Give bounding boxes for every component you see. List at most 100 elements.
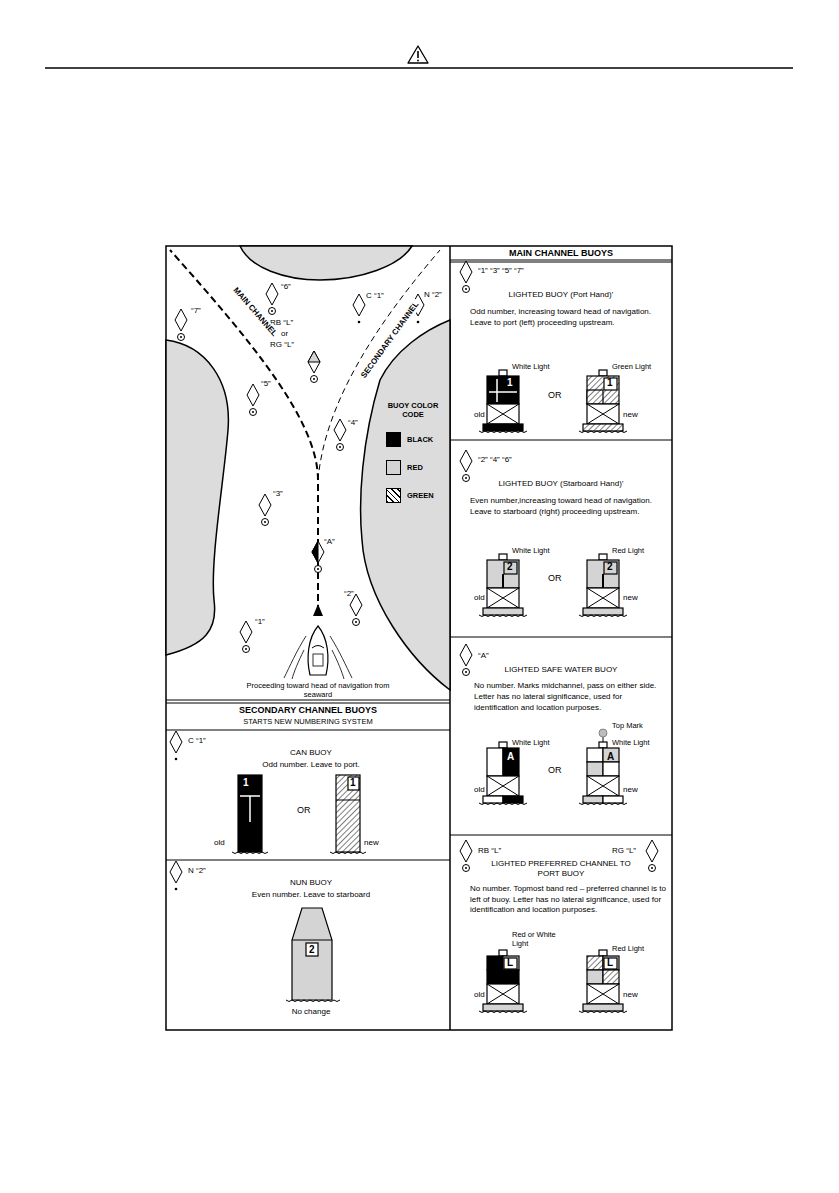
frame-line [166, 730, 450, 731]
water-line [579, 431, 627, 433]
light-circle [178, 334, 185, 341]
number-plate [604, 378, 617, 390]
secondary-channel-line [318, 250, 440, 480]
buoy-band-line [336, 800, 360, 801]
map-label: RG “L” [270, 340, 294, 350]
panel-text: L [607, 957, 613, 969]
buoy-symbol [175, 309, 187, 331]
buoy-base [583, 796, 603, 803]
number-plate [348, 777, 359, 790]
buoy-symbol [266, 283, 278, 305]
buoy-cage-cross [587, 984, 619, 1004]
water-line [479, 1011, 527, 1013]
light-circle [311, 376, 318, 383]
warning-mark [417, 51, 419, 58]
buoy-panel: MAIN CHANNEL BUOYS“1” “3” “5” “7”LIGHTED… [450, 246, 672, 1030]
buoy-panel: C “1”CAN BUOYOdd number. Leave to port.O… [166, 730, 450, 860]
number-plate [604, 562, 617, 574]
buoy-symbol [259, 494, 271, 516]
water-line [330, 852, 366, 854]
panel-text: No number. Topmost band red – preferred … [470, 884, 666, 916]
panel-text: RB “L” [478, 846, 501, 856]
panel-text: A [507, 751, 514, 763]
buoy-cage-cross [487, 984, 519, 1004]
buoy-symbol [240, 621, 252, 643]
buoy-cage [487, 984, 519, 1004]
main-channel-line [170, 250, 318, 612]
buoy-band [587, 762, 603, 776]
buoy-cage-cross [487, 588, 519, 608]
buoy-cage [587, 984, 619, 1004]
buoy-panel: “A”LIGHTED SAFE WATER BUOYNo number. Mar… [450, 637, 672, 835]
panel-text: Top Mark [612, 721, 643, 730]
buoy-cage [587, 404, 619, 424]
top-rule [45, 67, 793, 69]
number-plate [306, 943, 318, 956]
light-dot [180, 336, 182, 338]
legend-swatch [386, 432, 401, 447]
buoy-lantern [499, 554, 507, 560]
panel-text: SECONDARY CHANNEL BUOYS [166, 705, 450, 716]
buoy-symbol [247, 384, 259, 406]
panel-text: C “1” [188, 736, 206, 746]
map-label: “4” [348, 418, 358, 428]
map-label: “A” [324, 537, 335, 547]
water-line [579, 803, 627, 805]
buoy-tower [487, 376, 519, 404]
panel-text: old [474, 990, 485, 1000]
nun-band-line [292, 940, 332, 941]
light-dot [465, 671, 467, 673]
light-dot [465, 867, 467, 869]
boat-hull [308, 626, 328, 675]
buoy-symbol [312, 541, 324, 563]
panel-text: Red Light [612, 546, 644, 555]
map-label: N “2” [424, 290, 442, 300]
panel-text: Odd number, increasing toward head of na… [470, 306, 662, 328]
panel-text: Red Light [612, 944, 644, 953]
buoy-symbol [308, 351, 320, 373]
water-line [479, 803, 527, 805]
panel-text: 2 [507, 561, 513, 573]
buoy-cage [587, 776, 619, 796]
buoy-tower [587, 560, 619, 588]
buoy-symbol-shade [312, 541, 318, 563]
light-dot [317, 568, 319, 570]
light-circle [315, 566, 322, 573]
panel-text: 2 [607, 561, 613, 573]
light-circle [262, 519, 269, 526]
buoy-cage [587, 588, 619, 608]
buoy-symbol [170, 861, 182, 883]
frame-line [450, 260, 672, 261]
map-label: BUOY COLOR CODE [378, 401, 448, 419]
nun-buoy [292, 908, 332, 1000]
frame-line [166, 860, 450, 861]
panel-text: new [364, 838, 379, 848]
map-label: “1” [255, 617, 265, 627]
legend-row: GREEN [386, 488, 448, 504]
light-circle [269, 308, 276, 315]
panel-text: Red or White Light [512, 930, 562, 948]
light-circle [353, 619, 360, 626]
warning-triangle [408, 46, 428, 63]
map-label: C “1” [366, 291, 384, 301]
buoy-cage [487, 776, 519, 796]
map-label: “2” [344, 589, 354, 599]
panel-text: LIGHTED PREFERRED CHANNEL TO PORT BUOY [486, 859, 636, 878]
water-line [232, 852, 268, 854]
boat-windshield [312, 646, 324, 649]
number-plate [504, 958, 517, 969]
panel-text: White Light [512, 738, 550, 747]
legend-row: RED [386, 460, 448, 476]
drawing [45, 46, 793, 1030]
buoy-symbol [460, 261, 472, 283]
light-dot [264, 521, 266, 523]
panel-text: OR [548, 390, 562, 401]
buoy-base [583, 424, 623, 431]
light-circle [463, 865, 470, 872]
boat-wake [284, 636, 352, 679]
panel-text: LIGHTED SAFE WATER BUOY [450, 665, 672, 675]
panel-text: CAN BUOY [230, 748, 392, 758]
number-plate [604, 958, 617, 969]
buoy-band [587, 748, 603, 762]
